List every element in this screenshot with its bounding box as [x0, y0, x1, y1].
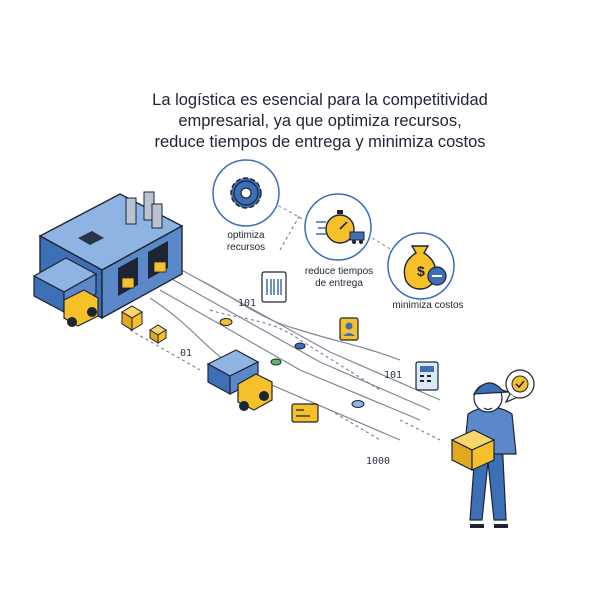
binary-code-3: 101 — [384, 370, 403, 381]
headline-line-3: reduce tiempos de entrega y minimiza cos… — [154, 133, 486, 151]
money-bag-icon: $ — [387, 232, 455, 300]
binary-code-2: 01 — [180, 348, 193, 359]
headline-line-1: La logística es esencial para la competi… — [152, 91, 488, 109]
headline-line-2: empresarial, ya que optimiza recursos, — [178, 112, 462, 130]
svg-text:$: $ — [417, 263, 425, 279]
benefit-label-minimiza: minimiza costos — [378, 300, 478, 312]
id-card-icon — [291, 403, 319, 423]
gear-icon — [212, 159, 280, 227]
cardboard-boxes — [121, 305, 167, 344]
benefit-label-reduce-line2: de entrega — [315, 278, 363, 289]
route-nodes — [219, 318, 365, 408]
headline-text: La logística es esencial para la competi… — [120, 90, 520, 153]
delivery-truck-center — [206, 349, 273, 411]
stopwatch-delivery-icon — [304, 193, 372, 261]
benefit-label-optimiza-line1: optimiza — [227, 230, 265, 241]
benefit-label-reduce: reduce tiempos de entrega — [294, 266, 384, 290]
delivery-person — [450, 382, 517, 528]
benefit-label-reduce-line1: reduce tiempos — [304, 266, 374, 277]
calculator-card-icon — [415, 361, 439, 391]
delivery-truck-left — [32, 257, 99, 327]
data-flow-lines — [129, 214, 441, 441]
check-bubble-icon — [504, 369, 535, 404]
benefit-label-optimiza: optimiza recursos — [206, 230, 286, 254]
binary-code-1: 101 — [238, 298, 257, 309]
user-profile-card-icon — [339, 317, 359, 341]
binary-code-4: 1000 — [366, 456, 391, 467]
benefit-label-minimiza-line1: minimiza costos — [392, 300, 464, 311]
benefit-label-optimiza-line2: recursos — [226, 242, 266, 253]
barcode-card-icon — [261, 271, 287, 303]
